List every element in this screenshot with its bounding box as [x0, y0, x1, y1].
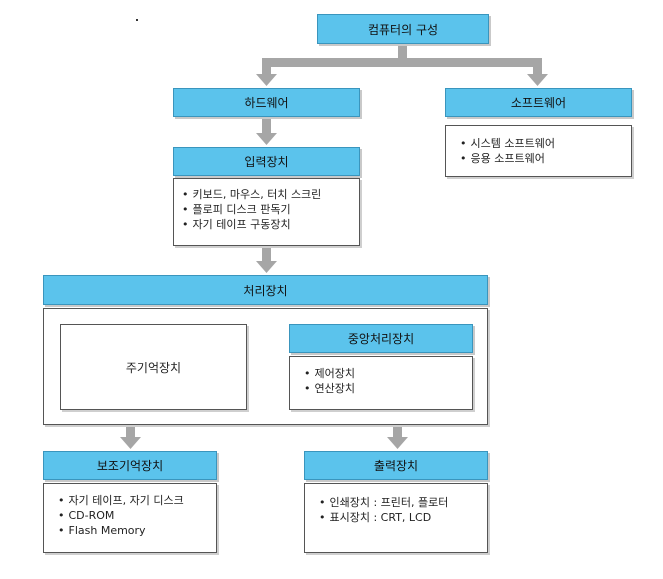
auxiliary-item: CD-ROM [58, 508, 216, 523]
processing-node: 처리장치 [43, 275, 488, 305]
input-item: 플로피 디스크 판독기 [182, 202, 359, 217]
output-node: 출력장치 [304, 451, 488, 480]
software-item: 응용 소프트웨어 [460, 151, 631, 166]
cpu-item: 제어장치 [304, 366, 472, 381]
software-item: 시스템 소프트웨어 [460, 136, 631, 151]
cpu-label: 중앙처리장치 [347, 332, 415, 346]
cpu-node: 중앙처리장치 [289, 324, 473, 353]
hardware-node: 하드웨어 [173, 88, 360, 117]
input-label: 입력장치 [244, 155, 289, 169]
software-label: 소프트웨어 [510, 96, 567, 110]
root-label: 컴퓨터의 구성 [367, 22, 439, 37]
auxiliary-item: 자기 테이프, 자기 디스크 [58, 493, 216, 508]
input-item: 키보드, 마우스, 터치 스크린 [182, 187, 359, 202]
main-memory-node: 주기억장치 [60, 324, 247, 410]
cpu-items-panel: 제어장치 연산장치 [289, 356, 473, 410]
auxiliary-memory-node: 보조기억장치 [43, 451, 217, 480]
input-item: 자기 테이프 구동장치 [182, 217, 359, 232]
output-items-panel: 인쇄장치 : 프린터, 플로터 표시장치 : CRT, LCD [304, 483, 488, 553]
output-item: 인쇄장치 : 프린터, 플로터 [319, 495, 487, 510]
processing-label: 처리장치 [243, 283, 288, 298]
input-node: 입력장치 [173, 147, 360, 176]
auxiliary-memory-label: 보조기억장치 [96, 459, 164, 473]
cpu-item: 연산장치 [304, 381, 472, 396]
auxiliary-items-panel: 자기 테이프, 자기 디스크 CD-ROM Flash Memory [43, 483, 217, 553]
output-item: 표시장치 : CRT, LCD [319, 510, 487, 525]
software-node: 소프트웨어 [445, 88, 632, 117]
main-memory-label: 주기억장치 [125, 360, 182, 375]
output-label: 출력장치 [373, 459, 419, 473]
software-items-panel: 시스템 소프트웨어 응용 소프트웨어 [445, 125, 632, 177]
hardware-label: 하드웨어 [244, 96, 289, 110]
auxiliary-item: Flash Memory [58, 523, 216, 538]
input-items-panel: 키보드, 마우스, 터치 스크린 플로피 디스크 판독기 자기 테이프 구동장치 [173, 178, 360, 246]
root-node: 컴퓨터의 구성 [317, 14, 489, 44]
